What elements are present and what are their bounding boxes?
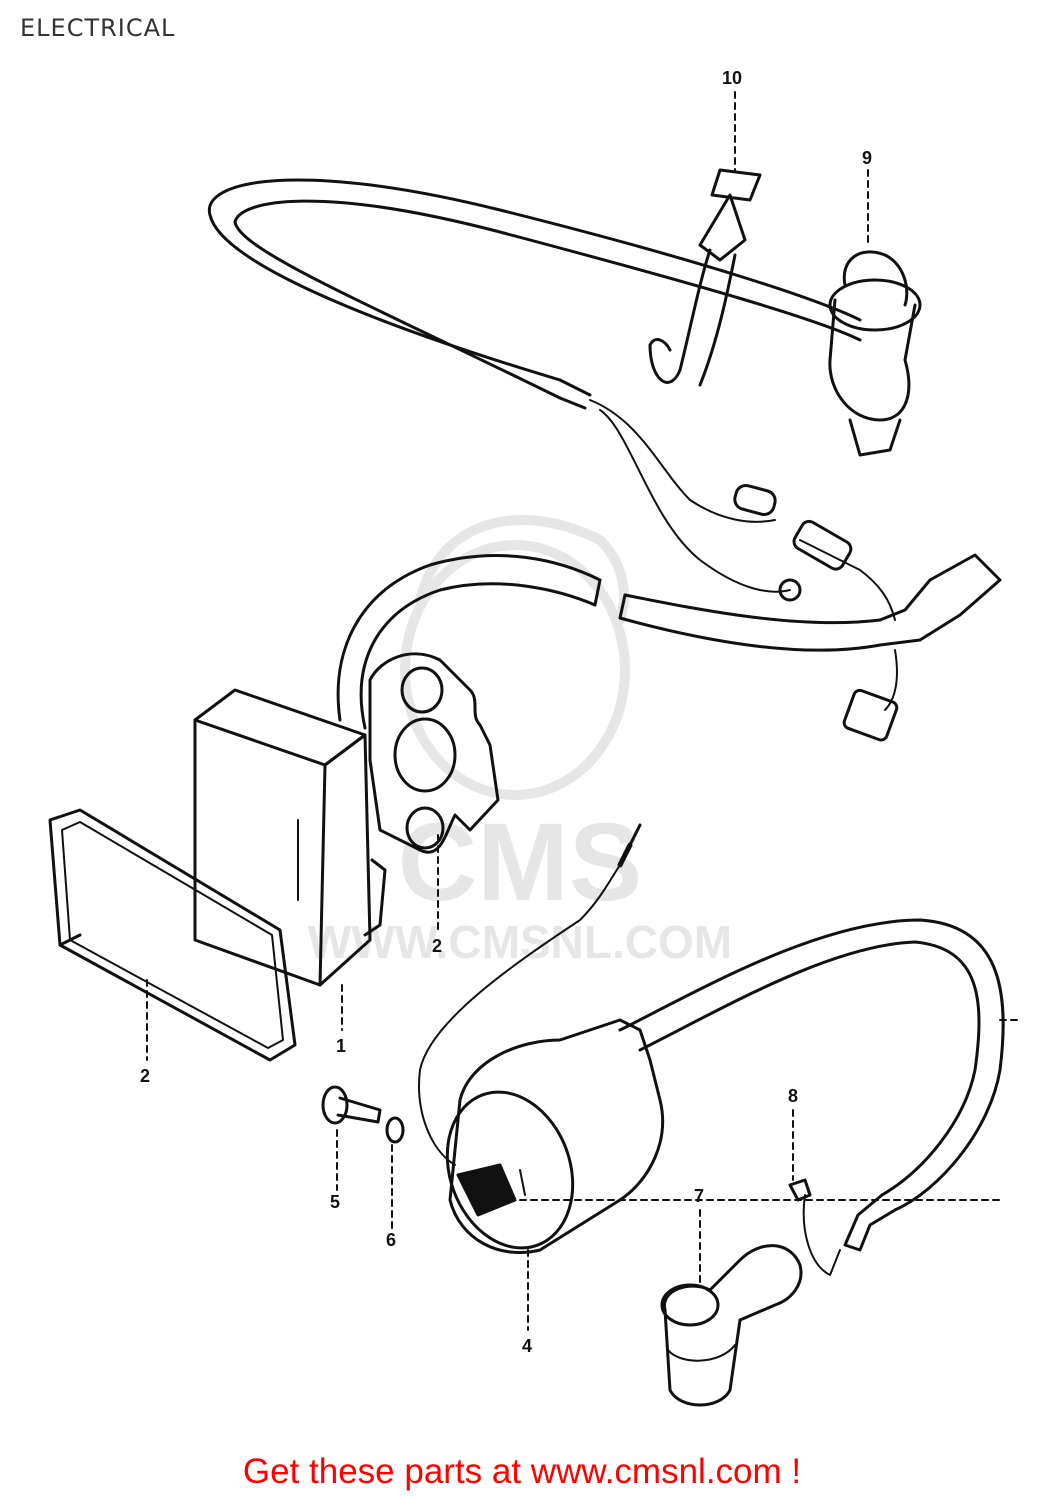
watermark-url: WWW.CMSNL.COM	[308, 916, 732, 968]
engine-stop-switch	[828, 250, 922, 457]
leader-lines	[146, 91, 1021, 1331]
callout-2-bracket: 2	[432, 936, 442, 956]
callout-8: 8	[788, 1086, 798, 1106]
ignition-unit	[193, 688, 372, 987]
callout-9: 9	[862, 148, 872, 168]
callouts: 10 9 2 1 2 4 5 6 7 8	[140, 68, 872, 1356]
band-strap	[648, 168, 762, 387]
footer-link[interactable]: Get these parts at www.cmsnl.com !	[242, 1452, 802, 1491]
callout-1: 1	[336, 1036, 346, 1056]
clamp	[788, 1178, 841, 1276]
mounting-bracket	[363, 652, 500, 937]
watermark-logo: CMS	[398, 801, 642, 924]
callout-2-cushion: 2	[140, 1066, 150, 1086]
callout-5: 5	[330, 1192, 340, 1212]
callout-10: 10	[722, 68, 742, 88]
spark-plug-cap	[660, 1244, 803, 1407]
watermark-mascot-hair	[415, 515, 629, 625]
callout-4: 4	[522, 1336, 532, 1356]
page-title: ELECTRICAL	[20, 14, 176, 42]
bolt	[321, 1085, 382, 1125]
callout-6: 6	[386, 1230, 396, 1250]
ignition-unit-cable	[336, 553, 1002, 742]
washer	[385, 1116, 405, 1144]
watermark-mascot	[400, 540, 630, 800]
ignition-coil	[418, 823, 1005, 1255]
rubber-cushion	[48, 808, 297, 1062]
callout-7: 7	[694, 1186, 704, 1206]
watermark: CMS WWW.CMSNL.COM	[308, 515, 732, 968]
footer-promo[interactable]: Get these parts at www.cmsnl.com !	[0, 1452, 1044, 1492]
